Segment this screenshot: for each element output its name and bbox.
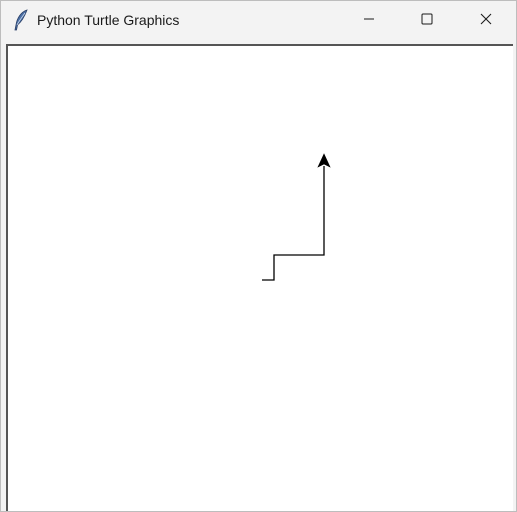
- feather-icon: [12, 9, 30, 31]
- turtle-canvas[interactable]: [6, 44, 513, 511]
- title-bar[interactable]: Python Turtle Graphics: [1, 1, 516, 41]
- minimize-button[interactable]: [346, 1, 392, 41]
- minimize-icon: [363, 12, 375, 30]
- window-title: Python Turtle Graphics: [37, 12, 180, 28]
- maximize-button[interactable]: [404, 1, 450, 41]
- turtle-path: [262, 166, 325, 281]
- close-button[interactable]: [463, 1, 509, 41]
- close-icon: [480, 12, 492, 30]
- arrow-icon: [317, 153, 331, 168]
- maximize-icon: [421, 12, 433, 30]
